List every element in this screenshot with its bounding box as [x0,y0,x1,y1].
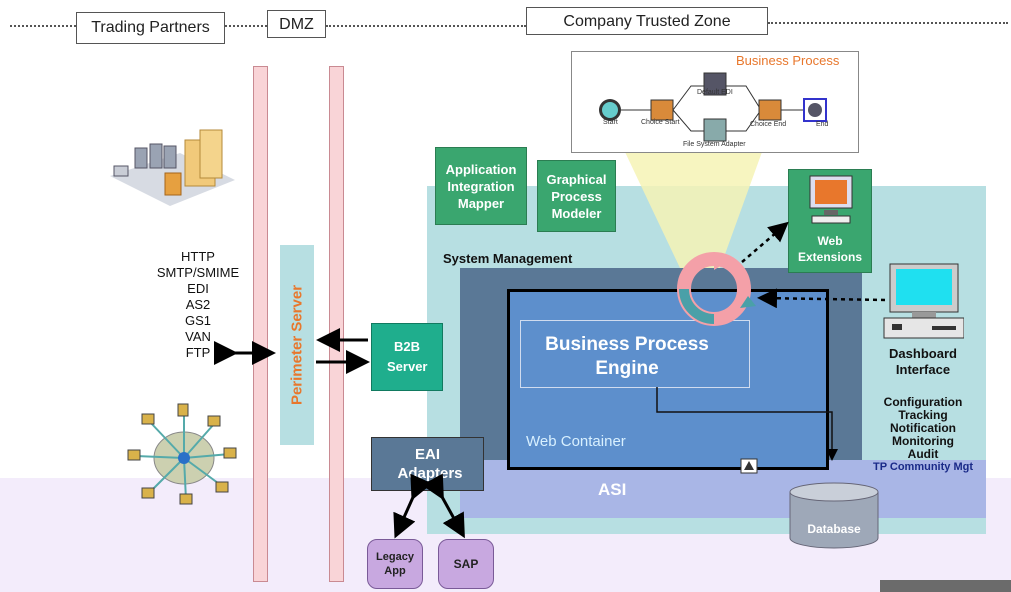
b2b-server: B2B Server [371,323,443,391]
dashboard-function-monitoring: Monitoring [892,434,954,448]
dashboard-computer-icon [883,263,964,339]
default-edi-node-icon [703,72,727,96]
dashboard-function-audit: Audit [907,447,939,461]
file-system-adapter-node-icon [703,118,727,142]
protocol-http: HTTP [181,249,215,264]
protocol-smtp: SMTP/SMIME [156,265,240,280]
protocol-van: VAN [185,329,211,344]
sap: SAP [438,539,494,589]
firewall-column-right [329,66,344,582]
zone-divider-line [768,22,1008,24]
trading-partner-buildings-icon [110,129,235,206]
asi-label: ASI [598,480,627,499]
web-container-label: Web Container [526,433,626,450]
dashboard-function-tp-community: TP Community Mgt [872,461,973,473]
protocol-edi: EDI [187,281,209,296]
zone-label-trading-partners: Trading Partners [76,12,225,44]
protocol-gs1: GS1 [184,313,211,328]
dashboard-function-tracking: Tracking [898,408,948,422]
web-extensions-label: Web Extensions [797,234,863,264]
zone-divider-line [326,25,526,27]
sap-label: SAP [453,557,479,571]
system-management-label: System Management [443,251,573,266]
zone-label-dmz: DMZ [267,10,326,38]
bp-node-default-edi: Default EDI [697,89,733,96]
zone-divider-line [225,25,267,27]
process-cycle-icon [677,252,756,326]
protocol-list: HTTP SMTP/SMIME EDI AS2 GS1 VAN FTP [148,249,248,361]
b2b-server-label: B2B Server [387,339,428,374]
business-process-engine-label: Business Process Engine [545,334,709,379]
bp-node-choice-end: Choice End [750,121,787,128]
choice-start-node-icon [650,99,674,121]
bp-node-file-system-adapter: File System Adapter [683,141,746,148]
legacy-app-label: Legacy App [376,551,414,577]
zone-label-company-trusted-zone: Company Trusted Zone [526,7,768,35]
firewall-column-left [253,66,268,582]
zone-divider-line [10,25,76,27]
business-process-title: Business Process [736,53,840,68]
database-label: Database [807,522,861,536]
bp-node-choice-start: Choice Start [641,119,680,126]
application-integration-mapper: Application Integration Mapper [435,147,527,225]
network-hub-icon [127,403,237,505]
protocol-ftp: FTP [185,345,211,360]
perimeter-server [280,245,314,445]
eai-adapters: EAI Adapters [371,437,484,491]
dashboard-function-notification: Notification [890,421,956,435]
choice-end-node-icon [758,99,782,121]
eai-adapters-label: EAI Adapters [397,446,463,482]
bp-node-start: Start [603,119,618,126]
business-process-engine [520,320,750,388]
business-process-flow [599,72,827,142]
web-extensions-monitor-icon [809,175,853,224]
bp-node-end: End [816,121,829,128]
adapter-icon [740,458,758,474]
dashboard-function-configuration: Configuration [883,395,963,409]
graphical-process-modeler: Graphical Process Modeler [537,160,616,232]
corner-bar [880,580,1011,592]
protocol-as2: AS2 [185,297,211,312]
legacy-app: Legacy App [367,539,423,589]
database-icon [789,482,879,549]
dashboard-interface-label: Dashboard Interface [889,346,957,377]
